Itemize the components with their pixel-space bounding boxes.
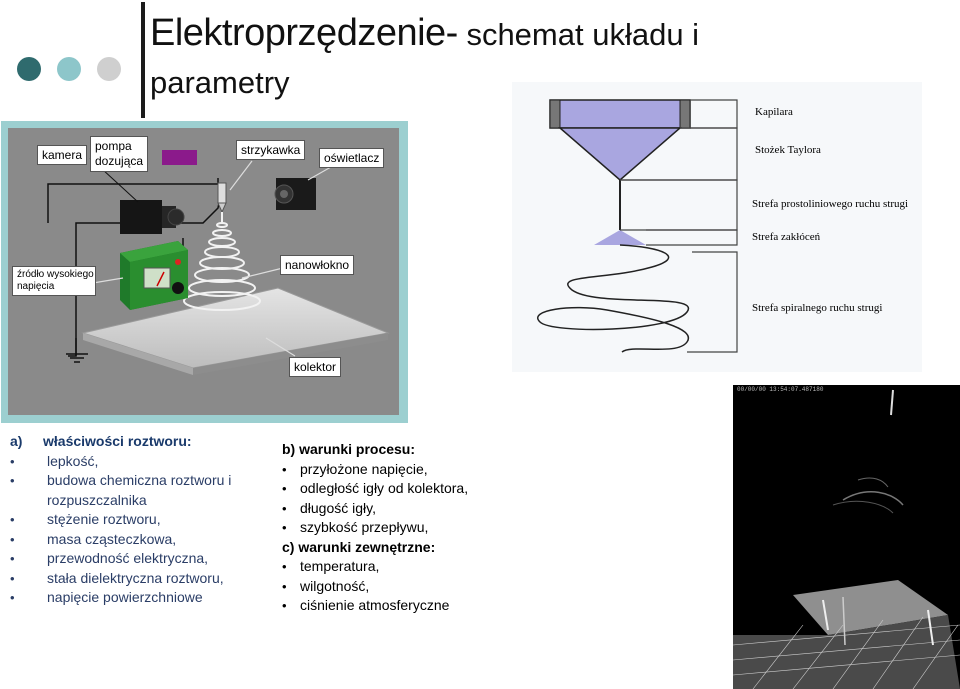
list-item: •długość igły,: [282, 499, 377, 516]
label-nanofiber: nanowłokno: [280, 255, 355, 275]
label-straight-zone: Strefa prostoliniowego ruchu strugi: [752, 198, 909, 210]
section-process-conditions: b) warunki procesu: •przyłożone napięcie…: [282, 440, 522, 616]
electrospinning-photo: 00/00/00 13:54:07.487180: [733, 385, 960, 689]
electrospinning-schematic: kamera pompa dozująca strzykawka oświetl…: [1, 121, 408, 423]
label-syringe: strzykawka: [236, 140, 306, 160]
title-rest: schemat układu i: [457, 17, 700, 52]
section-solution-properties: a) właściwości roztworu: •lepkość, •budow…: [10, 432, 275, 608]
photo-drawing: [733, 389, 960, 689]
slide-title: Elektroprzędzenie- schemat układu i para…: [150, 10, 910, 106]
list-item: •napięcie powierzchniowe: [10, 589, 203, 605]
list-item: •ciśnienie atmosferyczne: [282, 597, 450, 613]
list-item: •masa cząsteczkowa,: [10, 530, 177, 547]
decor-dot-2: [57, 57, 81, 81]
label-capillary: Kapilara: [755, 106, 793, 118]
schematic-scene: kamera pompa dozująca strzykawka oświetl…: [8, 128, 399, 415]
label-pump-line2: dozująca: [95, 154, 144, 168]
label-hv-line1: źródło wysokiego: [17, 269, 94, 280]
section-b-header: b) warunki procesu:: [282, 441, 416, 457]
section-c-header: c) warunki zewnętrzne:: [282, 538, 436, 555]
label-collector: kolektor: [289, 357, 342, 377]
title-divider: [141, 2, 145, 118]
label-disturbance-zone: Strefa zakłóceń: [752, 231, 821, 243]
label-lighting: oświetlacz: [319, 148, 385, 168]
list-item: •budowa chemiczna roztworu i rozpuszczal…: [10, 472, 232, 508]
list-item: •wilgotność,: [282, 577, 370, 594]
list-item: •przewodność elektryczna,: [10, 550, 209, 566]
list-item: •stężenie roztworu,: [10, 511, 161, 527]
list-item: •temperatura,: [282, 558, 380, 574]
label-pump: pompa dozująca: [90, 136, 149, 172]
section-a-header: a) właściwości roztworu:: [10, 432, 275, 452]
label-taylor-cone: Stożek Taylora: [755, 144, 821, 156]
schematic-drawing: [47, 157, 390, 375]
title-line2: parametry: [150, 65, 290, 100]
label-hv-source: źródło wysokiego napięcia: [12, 266, 96, 296]
photo-caption: 00/00/00 13:54:07.487180: [737, 386, 824, 393]
label-pump-line1: pompa: [95, 139, 132, 153]
list-item: •odległość igły od kolektora,: [282, 480, 469, 496]
label-camera: kamera: [37, 145, 88, 165]
title-main: Elektroprzędzenie-: [150, 12, 458, 54]
section-a-title: właściwości roztworu:: [43, 433, 192, 449]
list-item: •przyłożone napięcie,: [282, 460, 428, 477]
label-hv-line2: napięcia: [17, 281, 55, 292]
taylor-cone-drawing: [512, 82, 922, 372]
decor-dot-1: [17, 57, 41, 81]
list-item: •stała dielektryczna roztworu,: [10, 569, 224, 586]
taylor-cone-diagram: Kapilara Stożek Taylora Strefa prostolin…: [512, 82, 922, 372]
decor-dot-3: [97, 57, 121, 81]
pump-block: [162, 150, 197, 165]
list-item: •lepkość,: [10, 452, 99, 469]
label-spiral-zone: Strefa spiralnego ruchu strugi: [752, 302, 883, 314]
list-item: •szybkość przepływu,: [282, 519, 429, 535]
section-a-marker: a): [10, 433, 23, 449]
